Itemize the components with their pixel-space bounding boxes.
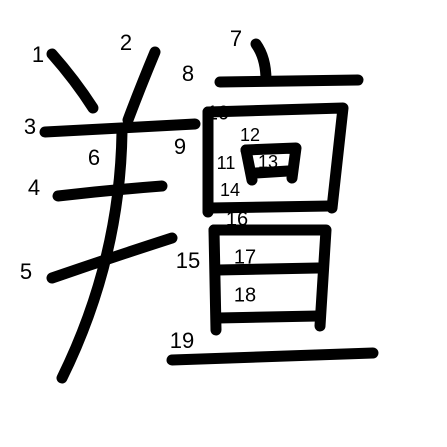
glyph-stroke-6: [56, 126, 128, 384]
glyph-stroke-13: [250, 165, 294, 179]
glyph-stroke-1: [46, 48, 99, 114]
stroke-number-4: 4: [28, 175, 40, 200]
stroke-number-9: 9: [174, 134, 186, 159]
stroke-number-2: 2: [120, 30, 132, 55]
stroke-number-3: 3: [24, 114, 36, 139]
stroke-number-8: 8: [182, 61, 194, 86]
glyph-stroke-10: [202, 102, 349, 214]
glyph-stroke-12: [240, 142, 302, 184]
stroke-number-11: 11: [217, 153, 236, 173]
stroke-number-1: 1: [32, 42, 44, 67]
stroke-number-13: 13: [258, 152, 278, 172]
glyph-stroke-17: [212, 262, 324, 276]
glyph-stroke-16: [208, 224, 332, 332]
glyph-stroke-19: [166, 347, 379, 366]
stroke-number-10: 10: [207, 102, 229, 124]
stroke-number-12: 12: [240, 125, 260, 145]
glyph-stroke-18: [212, 310, 324, 324]
glyph-stroke-4: [52, 180, 168, 202]
glyph-stroke-14: [204, 200, 336, 214]
stroke-number-15: 15: [176, 248, 200, 273]
stroke-number-14: 14: [220, 180, 240, 200]
stroke-number-18: 18: [234, 284, 256, 306]
stroke-number-5: 5: [20, 259, 32, 284]
glyph-stroke-7: [250, 38, 272, 86]
stroke-number-6: 6: [88, 145, 100, 170]
glyph-stroke-2: [122, 46, 161, 126]
stroke-number-19: 19: [170, 328, 194, 353]
stroke-number-17: 17: [234, 246, 256, 268]
stroke-number-16: 16: [226, 208, 248, 230]
glyph-stroke-8: [214, 74, 364, 88]
stroke-number-7: 7: [230, 26, 242, 51]
